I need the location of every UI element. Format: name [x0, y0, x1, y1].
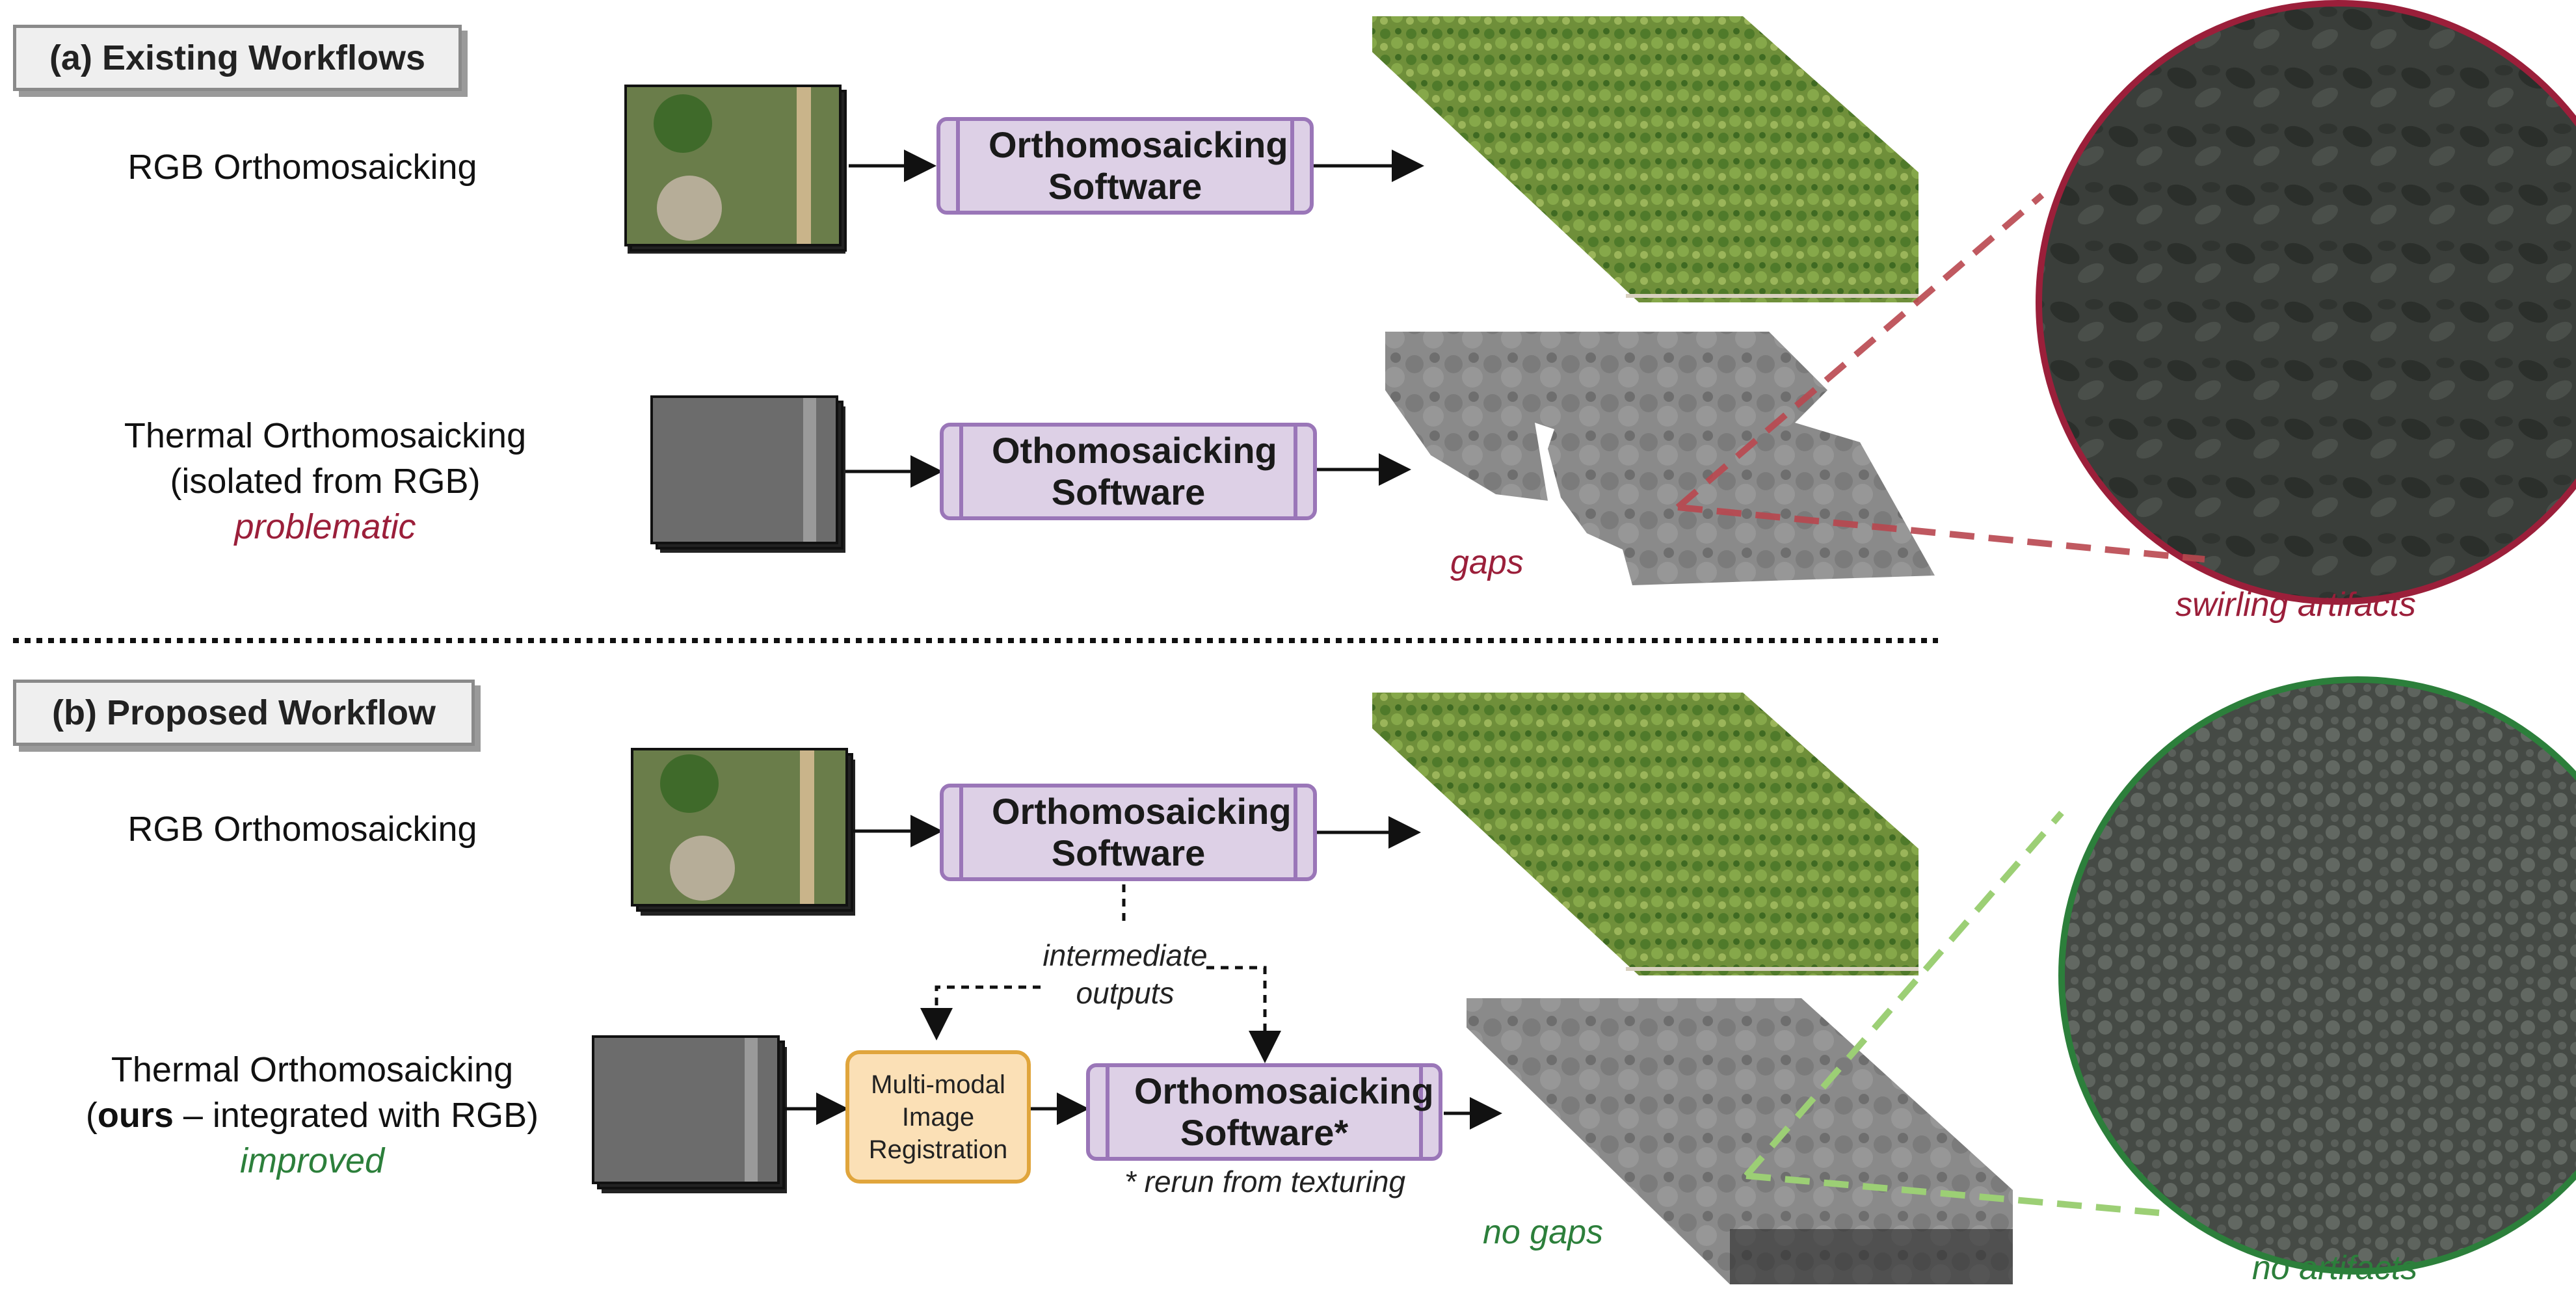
- multimodal-registration-box: Multi-modal Image Registration: [845, 1050, 1031, 1184]
- rgb-orthomosaicking-label-b: RGB Orthomosaicking: [127, 810, 477, 849]
- swirling-artifacts-label: swirling artifacts: [2175, 586, 2416, 624]
- thermal-orthomosaicking-label-b: Thermal Orthomosaicking (ours – integrat…: [52, 1047, 572, 1184]
- rgb-orthomosaicking-label-a: RGB Orthomosaicking: [127, 148, 477, 187]
- thermal-orthomosaic-b: [1467, 998, 2013, 1284]
- status-improved: improved: [239, 1141, 385, 1180]
- status-problematic: problematic: [234, 507, 416, 546]
- software-label: Orthomosaicking Software: [989, 124, 1288, 207]
- zoom-circle-clean: [2058, 676, 2576, 1275]
- rerun-footnote: * rerun from texturing: [1124, 1165, 1406, 1199]
- intermediate-outputs-label: intermediate outputs: [1042, 938, 1208, 1010]
- othomosaicking-software-box-a2: Othomosaicking Software: [940, 423, 1317, 520]
- orthomosaicking-software-box-a1: Orthomosaicking Software: [936, 117, 1314, 215]
- rgb-orthomosaic-b: [1372, 693, 1919, 975]
- thermal-orthomosaicking-label-a: Thermal Orthomosaicking (isolated from R…: [72, 413, 579, 550]
- rgb-image-stack-b: [631, 748, 855, 916]
- orthomosaicking-software-box-b1: Orthomosaicking Software: [940, 784, 1317, 881]
- thermal-image-stack-a: [650, 395, 845, 553]
- rgb-image-stack-a: [624, 85, 847, 254]
- zoom-circle-artifacts: [2036, 0, 2576, 605]
- thermal-label-line2: (ours – integrated with RGB): [85, 1096, 539, 1135]
- thermal-label-line1: Thermal Orthomosaicking: [111, 1050, 514, 1089]
- no-gaps-label: no gaps: [1483, 1213, 1604, 1251]
- section-b-label: (b) Proposed Workflow: [13, 680, 475, 746]
- label-rest: – integrated with RGB): [173, 1096, 539, 1135]
- ours-bold: ours: [97, 1096, 174, 1135]
- section-a-label: (a) Existing Workflows: [13, 25, 462, 91]
- software-label: Orthomosaicking Software: [992, 791, 1292, 873]
- software-label: Orthomosaicking Software*: [1134, 1070, 1434, 1153]
- software-label: Othomosaicking Software: [992, 430, 1277, 512]
- registration-label: Multi-modal Image Registration: [868, 1070, 1008, 1164]
- thermal-label-line2: (isolated from RGB): [170, 462, 481, 501]
- rgb-orthomosaic-a: [1372, 16, 1919, 302]
- thermal-label-line1: Thermal Orthomosaicking: [124, 416, 527, 455]
- thermal-image-stack-b: [592, 1035, 787, 1193]
- no-artifacts-label: no artifacts: [2251, 1249, 2418, 1287]
- orthomosaicking-software-box-b2: Orthomosaicking Software*: [1086, 1063, 1442, 1161]
- gaps-label: gaps: [1450, 544, 1524, 581]
